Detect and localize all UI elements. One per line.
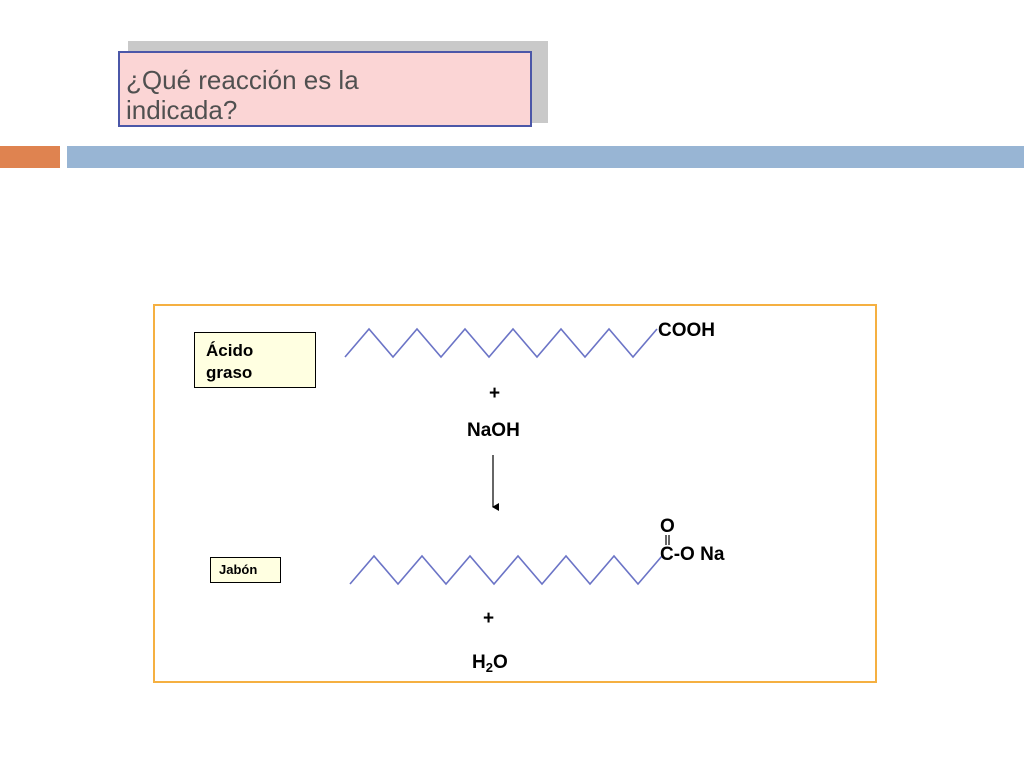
accent-bar-blue bbox=[67, 146, 1024, 168]
plus-sign-reactants: + bbox=[489, 383, 501, 404]
water-hydrogen: H bbox=[472, 652, 486, 673]
fatty-acid-label-line-2: graso bbox=[206, 363, 253, 382]
water-oxygen: O bbox=[492, 652, 508, 673]
question-line-1: ¿Qué reacción es la bbox=[126, 65, 359, 95]
carboxylate-salt: C-O Na bbox=[660, 544, 725, 565]
fatty-acid-label-line-1: Ácido bbox=[206, 341, 254, 360]
fatty-acid-label: Ácido graso bbox=[194, 332, 316, 388]
accent-bar-orange bbox=[0, 146, 60, 168]
carboxyl-group: COOH bbox=[658, 320, 715, 341]
fatty-acid-chain bbox=[344, 327, 658, 359]
question-box: ¿Qué reacción es la indicada? bbox=[118, 51, 532, 127]
soap-label: Jabón bbox=[210, 557, 281, 583]
carbonyl-oxygen: O bbox=[660, 516, 675, 537]
plus-sign-products: + bbox=[483, 608, 495, 629]
water-subscript: 2 bbox=[485, 660, 493, 675]
water-formula: H2O bbox=[472, 652, 508, 675]
question-line-2: indicada? bbox=[126, 95, 238, 125]
soap-chain bbox=[349, 554, 663, 586]
sodium-hydroxide: NaOH bbox=[467, 420, 520, 441]
